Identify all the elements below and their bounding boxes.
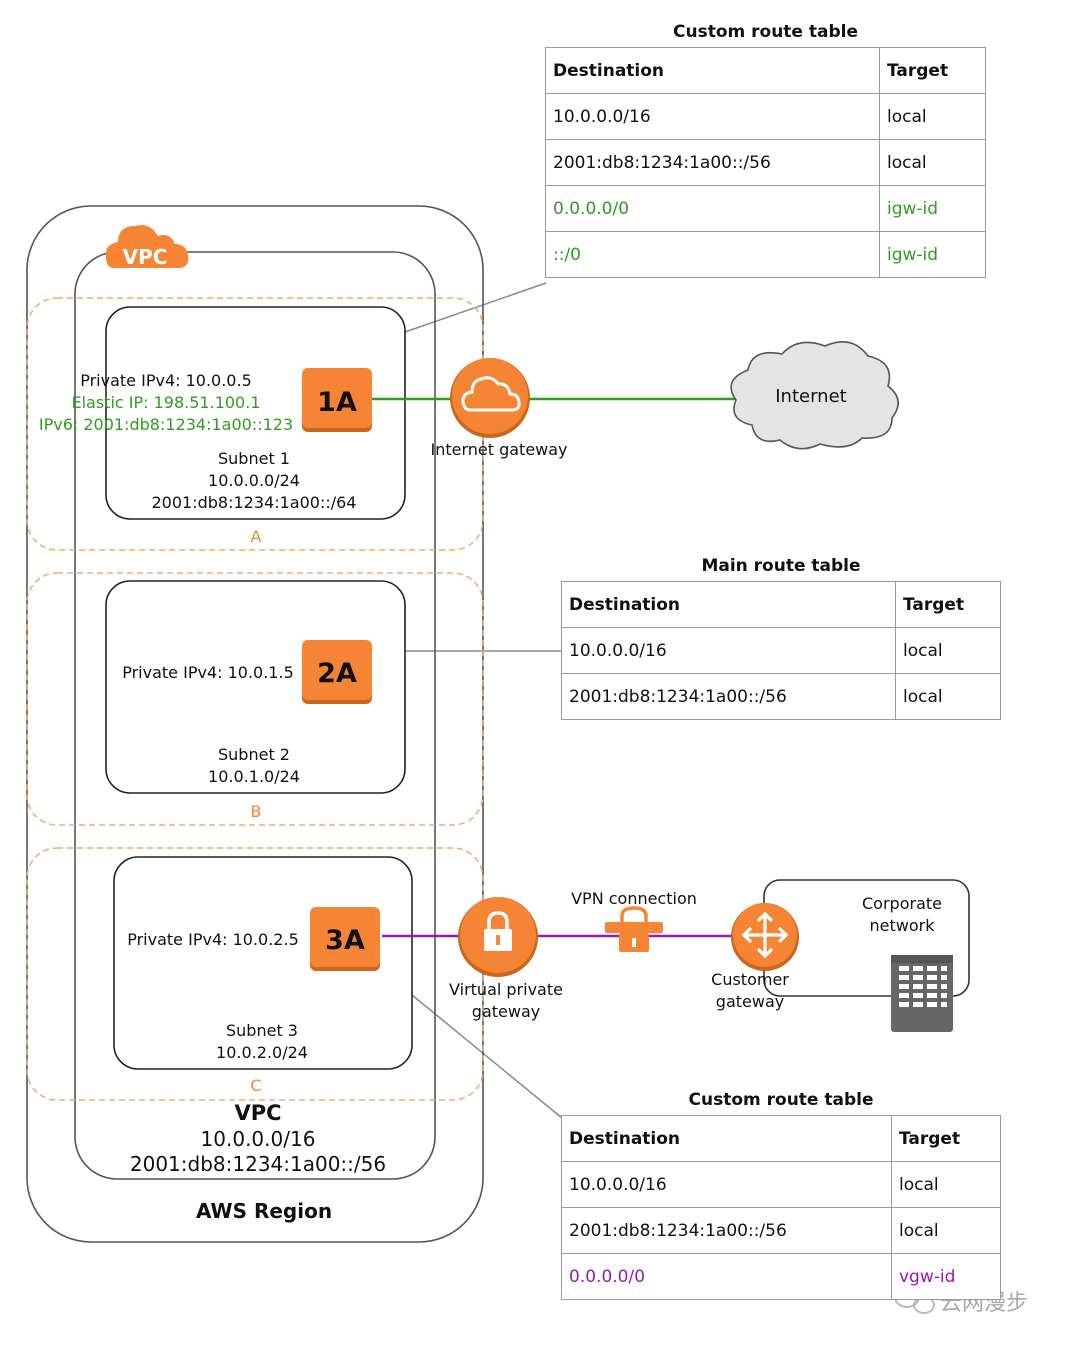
route-target: local [891,1207,1001,1254]
subnet-1-cidr-v4: 10.0.0.0/24 [208,471,300,490]
route-destination: 2001:db8:1234:1a00::/56 [561,673,896,720]
route-table-grid: Destination Target 10.0.0.0/16 local 200… [545,47,986,278]
header-destination: Destination [561,1115,892,1162]
zone-b-label: B [251,802,262,821]
table-row: ::/0 igw-id [545,231,986,278]
route-target: local [895,627,1001,674]
subnet3-routetable-connector [411,994,563,1119]
subnet-3-box [113,856,413,1070]
route-table-grid: Destination Target 10.0.0.0/16 local 200… [561,1115,1001,1300]
route-destination: 10.0.0.0/16 [561,627,896,674]
vpc-badge-label: VPC [123,245,168,269]
table-row: 10.0.0.0/16 local [561,1161,1001,1208]
custom-route-table-top: Custom route table Destination Target 10… [545,22,986,278]
header-destination: Destination [561,581,896,628]
availability-zone-b [26,572,484,826]
internet-gateway-icon[interactable] [450,358,530,438]
instance-3a-badge[interactable]: 3A [310,907,380,971]
instance-1a-private-ipv4: Private IPv4: 10.0.0.5 [80,371,252,390]
vpc-cidr-v4: 10.0.0.0/16 [201,1127,316,1151]
route-destination: 0.0.0.0/0 [561,1253,892,1300]
vpc-label: VPC [234,1101,281,1125]
instance-3a-private-ipv4: Private IPv4: 10.0.2.5 [127,930,299,949]
table-row: 2001:db8:1234:1a00::/56 local [561,1207,1001,1254]
table-row: 0.0.0.0/0 vgw-id [561,1253,1001,1300]
instance-2a-badge[interactable]: 2A [302,640,372,704]
route-target: igw-id [879,185,986,232]
subnet-2-cidr-v4: 10.0.1.0/24 [208,767,300,786]
internet-gateway-label: Internet gateway [430,440,567,459]
vpn-connection-label: VPN connection [571,889,697,908]
instance-1a-label: 1A [317,387,357,418]
subnet-1-box [105,306,406,520]
vpc-container [74,251,436,1180]
vpg-label-line2: gateway [472,1002,540,1021]
header-target: Target [895,581,1001,628]
subnet-1-cidr-v6: 2001:db8:1234:1a00::/64 [152,493,357,512]
route-table-title: Main route table [701,556,861,576]
table-row: 2001:db8:1234:1a00::/56 local [545,139,986,186]
vpc-cidr-v6: 2001:db8:1234:1a00::/56 [130,1152,386,1176]
route-target: vgw-id [891,1253,1001,1300]
instance-1a-badge[interactable]: 1A [302,368,372,432]
instance-2a-private-ipv4: Private IPv4: 10.0.1.5 [122,663,294,682]
vpg-label-line1: Virtual private [449,980,563,999]
instance-2a-label: 2A [317,658,357,689]
table-row: 0.0.0.0/0 igw-id [545,185,986,232]
instance-1a-ipv6: IPv6: 2001:db8:1234:1a00::123 [39,415,293,434]
route-destination: 0.0.0.0/0 [545,185,880,232]
customer-gateway-line1: Customer [711,970,789,989]
table-header-row: Destination Target [561,581,1001,628]
route-target: igw-id [879,231,986,278]
corporate-network-line2: network [870,916,936,935]
route-destination: ::/0 [545,231,880,278]
route-table-grid: Destination Target 10.0.0.0/16 local 200… [561,581,1001,720]
availability-zone-a [26,297,484,551]
internet-cloud-label: Internet [775,386,846,407]
zone-a-label: A [251,527,262,546]
aws-region-label: AWS Region [196,1199,332,1223]
route-target: local [879,139,986,186]
route-target: local [891,1161,1001,1208]
zone-c-label: C [250,1076,261,1095]
custom-route-table-bottom: Custom route table Destination Target 10… [561,1090,1001,1300]
subnet-3-name: Subnet 3 [226,1021,298,1040]
route-destination: 2001:db8:1234:1a00::/56 [561,1207,892,1254]
table-row: 2001:db8:1234:1a00::/56 local [561,673,1001,720]
route-target: local [895,673,1001,720]
vpn-lock-icon[interactable] [605,906,663,952]
subnet-2-name: Subnet 2 [218,745,290,764]
instance-3a-label: 3A [325,925,365,956]
subnet-2-box [105,580,406,794]
route-table-title: Custom route table [673,22,858,42]
subnet-1-name: Subnet 1 [218,449,290,468]
corporate-server-icon[interactable] [891,955,953,1032]
virtual-private-gateway-icon[interactable] [458,897,538,977]
instance-1a-elastic-ip: Elastic IP: 198.51.100.1 [71,393,260,412]
table-header-row: Destination Target [561,1115,1001,1162]
vpc-cloud-icon: VPC [105,225,189,269]
main-route-table: Main route table Destination Target 10.0… [561,556,1001,720]
internet-cloud-icon[interactable] [730,340,899,450]
availability-zone-c [26,847,484,1101]
table-row: 10.0.0.0/16 local [545,93,986,140]
header-target: Target [891,1115,1001,1162]
header-destination: Destination [545,47,880,94]
table-row: 10.0.0.0/16 local [561,627,1001,674]
header-target: Target [879,47,986,94]
route-destination: 2001:db8:1234:1a00::/56 [545,139,880,186]
customer-gateway-icon[interactable] [731,903,799,971]
route-destination: 10.0.0.0/16 [545,93,880,140]
customer-gateway-line2: gateway [716,992,784,1011]
corporate-network-line1: Corporate [862,894,942,913]
route-target: local [879,93,986,140]
route-destination: 10.0.0.0/16 [561,1161,892,1208]
subnet-3-cidr-v4: 10.0.2.0/24 [216,1043,308,1062]
route-table-title: Custom route table [688,1090,874,1110]
table-header-row: Destination Target [545,47,986,94]
